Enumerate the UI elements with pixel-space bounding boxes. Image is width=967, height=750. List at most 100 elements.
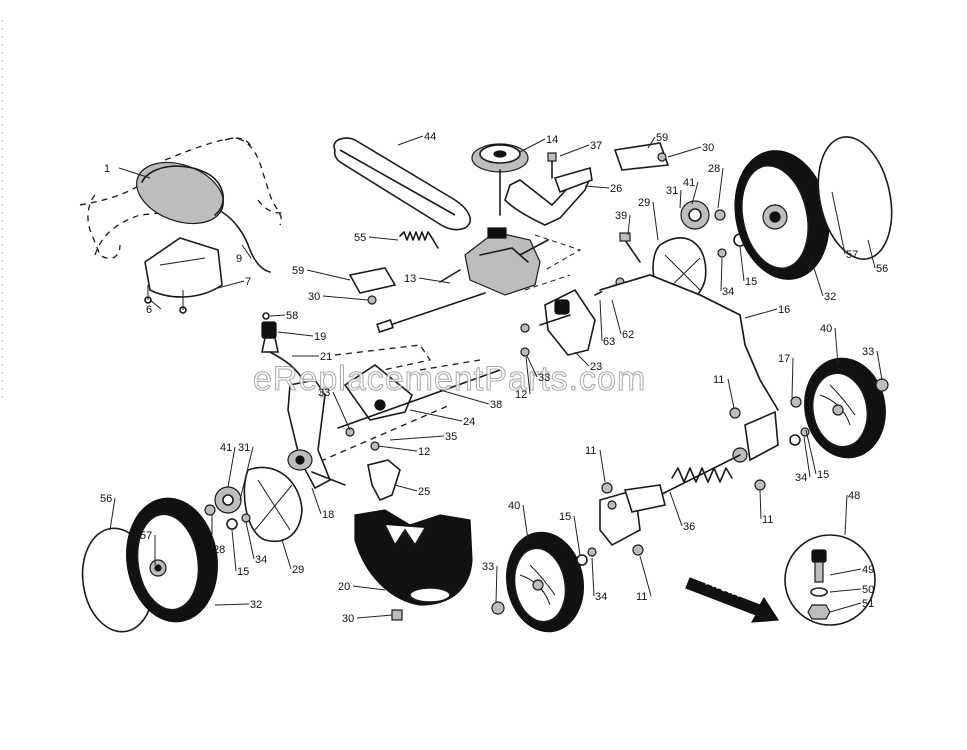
grass-bag-assembly <box>79 137 286 314</box>
front-direction-arrow: FRONT <box>685 577 780 623</box>
callout-31: 31 <box>666 185 678 197</box>
callout-leader <box>281 539 292 570</box>
callout-40: 40 <box>508 500 520 512</box>
callout-30: 30 <box>342 613 354 625</box>
callout-leader <box>829 568 862 576</box>
callout-17: 17 <box>778 353 790 365</box>
callout-55: 55 <box>354 232 366 244</box>
front-axle-assembly <box>599 396 810 556</box>
callout-24: 24 <box>463 416 475 428</box>
transmission <box>376 227 582 333</box>
callout-15: 15 <box>237 566 249 578</box>
callout-37: 37 <box>590 140 602 152</box>
callout-15: 15 <box>817 469 829 481</box>
callout-leader <box>679 189 682 209</box>
callout-57: 57 <box>140 530 152 542</box>
callout-1: 1 <box>104 163 110 175</box>
callout-leader <box>356 614 393 619</box>
callout-33: 33 <box>538 372 550 384</box>
callout-leader <box>691 181 699 205</box>
callout-32: 32 <box>824 291 836 303</box>
callout-leader <box>811 261 824 297</box>
bracket-plate-top <box>613 142 670 171</box>
callout-62: 62 <box>622 329 634 341</box>
callout-28: 28 <box>213 544 225 556</box>
callout-leader <box>831 191 846 255</box>
callout-leader <box>352 585 386 591</box>
callout-leader <box>322 295 369 301</box>
callout-31: 31 <box>238 442 250 454</box>
height-adjuster-left <box>287 379 346 490</box>
callout-leader <box>519 138 546 153</box>
callout-11: 11 <box>762 514 773 526</box>
callout-leader <box>277 331 314 337</box>
callout-41: 41 <box>683 177 695 189</box>
callout-39: 39 <box>615 210 627 222</box>
callout-33: 33 <box>482 561 494 573</box>
front-left-wheel <box>491 531 597 633</box>
callout-leader <box>639 555 652 597</box>
bolt-39 <box>619 232 641 263</box>
callout-leader <box>805 429 817 475</box>
rear-left-wheel <box>81 466 303 633</box>
callout-leader <box>599 449 606 483</box>
callout-36: 36 <box>683 521 695 533</box>
callout-48: 48 <box>848 490 860 502</box>
callout-35: 35 <box>445 431 457 443</box>
callout-18: 18 <box>322 509 334 521</box>
height-adjust-rod <box>599 274 779 411</box>
callout-leader <box>269 314 286 317</box>
callout-34: 34 <box>255 554 267 566</box>
callout-leader <box>332 391 351 431</box>
callout-leader <box>829 602 862 613</box>
callout-25: 25 <box>418 486 430 498</box>
front-right-wheel <box>804 357 889 459</box>
callout-21: 21 <box>320 351 332 363</box>
callout-leader <box>876 350 883 381</box>
callout-49: 49 <box>862 564 874 576</box>
callout-leader <box>368 236 399 241</box>
callout-leader <box>109 497 116 531</box>
callout-9: 9 <box>236 253 242 265</box>
callout-leader <box>739 245 745 282</box>
callout-leader <box>667 146 702 158</box>
callout-59: 59 <box>292 265 304 277</box>
callout-6: 6 <box>146 304 152 316</box>
callout-leader <box>241 244 252 259</box>
callout-leader <box>829 588 862 593</box>
spring <box>399 231 439 249</box>
callout-leader <box>377 445 418 452</box>
callout-51: 51 <box>862 598 874 610</box>
callout-leader <box>803 436 811 478</box>
callout-14: 14 <box>546 134 558 146</box>
callout-30: 30 <box>702 142 714 154</box>
callout-59: 59 <box>656 132 668 144</box>
callout-leader <box>522 504 529 541</box>
callout-41: 41 <box>220 442 232 454</box>
pulley <box>471 143 529 216</box>
callout-50: 50 <box>862 584 874 596</box>
callout-32: 32 <box>250 599 262 611</box>
callout-28: 28 <box>708 163 720 175</box>
callout-leader <box>759 489 762 520</box>
callout-leader <box>611 299 622 335</box>
callout-leader <box>217 280 245 289</box>
callout-13: 13 <box>404 273 416 285</box>
callout-30: 30 <box>308 291 320 303</box>
callout-leader <box>720 257 723 292</box>
detail-48-bolt-kit <box>784 534 876 626</box>
callout-26: 26 <box>610 183 622 195</box>
drive-belt <box>333 137 471 231</box>
callout-leader <box>844 494 848 536</box>
callout-leader <box>439 389 490 405</box>
callout-15: 15 <box>745 276 757 288</box>
callout-leader <box>118 167 151 179</box>
washer-34-right <box>717 248 727 258</box>
callout-20: 20 <box>338 581 350 593</box>
callout-leader <box>559 144 590 157</box>
callout-leader <box>599 299 603 342</box>
callout-16: 16 <box>778 304 790 316</box>
callout-33: 33 <box>862 346 874 358</box>
